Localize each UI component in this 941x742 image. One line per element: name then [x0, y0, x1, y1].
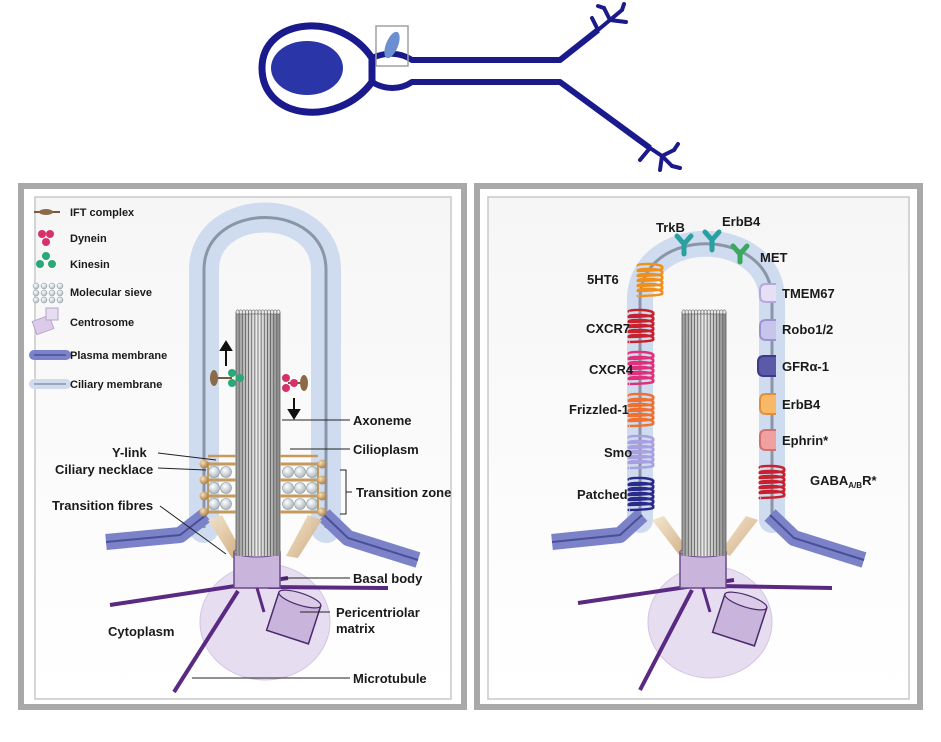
- label-cxcr7: CXCR7: [586, 321, 630, 336]
- neuron-axon-lower: [370, 79, 652, 151]
- legend-ift-complex: IFT complex: [70, 207, 135, 219]
- ift-complex-icon: [34, 209, 60, 215]
- left-leader-lines: [157, 419, 352, 679]
- label-transition-fibres: Transition fibres: [52, 498, 153, 513]
- right-cilium: [551, 229, 867, 691]
- label-5ht6: 5HT6: [587, 272, 619, 287]
- microtubule: [638, 589, 694, 691]
- legend: IFT complex Dynein Kinesin Molecular sie…: [29, 207, 167, 391]
- label-patched: Patched: [577, 487, 628, 502]
- ephrin-receptor-icon: [759, 429, 776, 451]
- label-ciliary-necklace: Ciliary necklace: [55, 462, 153, 477]
- label-basal-body: Basal body: [353, 571, 423, 586]
- gpcr-receptor-icon: [627, 476, 655, 512]
- legend-kinesin: Kinesin: [70, 259, 110, 271]
- microtubule: [267, 585, 389, 590]
- erbb4-receptor-icon: [702, 229, 722, 253]
- neuron-soma: [258, 22, 376, 116]
- microtubule: [719, 584, 833, 590]
- label-met: MET: [760, 250, 788, 265]
- microtubule: [172, 589, 240, 694]
- legend-molecular-sieve: Molecular sieve: [70, 287, 152, 299]
- left-labels: Axoneme Cilioplasm Transition zone Basal…: [52, 413, 451, 686]
- neuron-axon-upper: [370, 27, 600, 63]
- label-smo: Smo: [604, 445, 632, 460]
- label-transition-zone: Transition zone: [356, 485, 451, 500]
- centrosome-icon: [31, 307, 59, 336]
- kinesin-icon: [36, 252, 56, 268]
- cilium-highlight-box: [375, 25, 409, 67]
- centrosome: [711, 591, 768, 647]
- right-labels: TrkB ErbB4 MET 5HT6 CXCR7 CXCR4 Frizzled…: [569, 214, 877, 502]
- ift-kinesin-train: [210, 369, 244, 387]
- trkb-receptor-icon: [674, 233, 694, 257]
- neuron-schematic: [258, 2, 682, 172]
- retrograde-arrow: [287, 398, 301, 420]
- label-gabar: GABAA/BR*: [810, 473, 877, 490]
- gpcr-receptor-icon: [627, 434, 655, 470]
- transition-zone: [199, 454, 327, 517]
- plasma-membrane-right-line: [323, 514, 419, 561]
- gpcr-receptor-icon: [627, 308, 655, 344]
- label-erbb4-top: ErbB4: [722, 214, 761, 229]
- gfra1-receptor-icon: [757, 355, 776, 377]
- gpcr-receptor-icon: [758, 464, 786, 500]
- dynein-icon: [38, 230, 54, 246]
- label-ephrin: Ephrin*: [782, 433, 829, 448]
- legend-ciliary-membrane: Ciliary membrane: [70, 379, 162, 391]
- label-matrix: matrix: [336, 621, 376, 636]
- label-cilioplasm: Cilioplasm: [353, 442, 419, 457]
- label-trkb: TrkB: [656, 220, 685, 235]
- label-gfra1: GFRα-1: [782, 359, 829, 374]
- dendrite-terminal-lower: [638, 142, 682, 172]
- centrosome: [265, 589, 322, 645]
- molecular-sieve-icon: [32, 282, 64, 304]
- cilium-marker: [384, 31, 400, 59]
- gpcr-receptor-icon: [636, 262, 664, 298]
- label-tmem67: TMEM67: [782, 286, 835, 301]
- label-cytoplasm: Cytoplasm: [108, 624, 174, 639]
- label-microtubule: Microtubule: [353, 671, 427, 686]
- transition-fibre-left: [208, 515, 244, 558]
- met-receptor-icon: [730, 243, 750, 265]
- legend-dynein: Dynein: [70, 233, 107, 245]
- gpcr-receptor-icon: [627, 392, 655, 428]
- label-erbb4-right: ErbB4: [782, 397, 821, 412]
- label-frizzled-1: Frizzled-1: [569, 402, 629, 417]
- robo-receptor-icon: [759, 319, 776, 341]
- legend-centrosome: Centrosome: [70, 317, 134, 329]
- anterograde-arrow: [219, 340, 233, 366]
- label-cxcr4: CXCR4: [589, 362, 634, 377]
- neuron-nucleus: [271, 41, 343, 95]
- label-pericentriolar: Pericentriolar: [336, 605, 420, 620]
- label-y-link: Y-link: [112, 445, 147, 460]
- label-axoneme: Axoneme: [353, 413, 412, 428]
- left-cilium: [105, 202, 421, 694]
- axoneme: [681, 309, 727, 556]
- ciliary-membrane: [202, 216, 328, 528]
- axoneme: [235, 309, 281, 556]
- plasma-membrane-left-line: [105, 514, 207, 543]
- dendrite-terminal-upper: [590, 2, 628, 32]
- transition-fibre-right: [286, 515, 322, 558]
- label-robo: Robo1/2: [782, 322, 833, 337]
- receptor-group-gpcr: [627, 262, 786, 512]
- tmem67-receptor-icon: [759, 283, 776, 303]
- legend-plasma-membrane: Plasma membrane: [70, 350, 167, 362]
- gpcr-receptor-icon: [627, 350, 655, 386]
- erbb4-c-receptor-icon: [759, 393, 776, 415]
- ift-dynein-train: [282, 374, 308, 392]
